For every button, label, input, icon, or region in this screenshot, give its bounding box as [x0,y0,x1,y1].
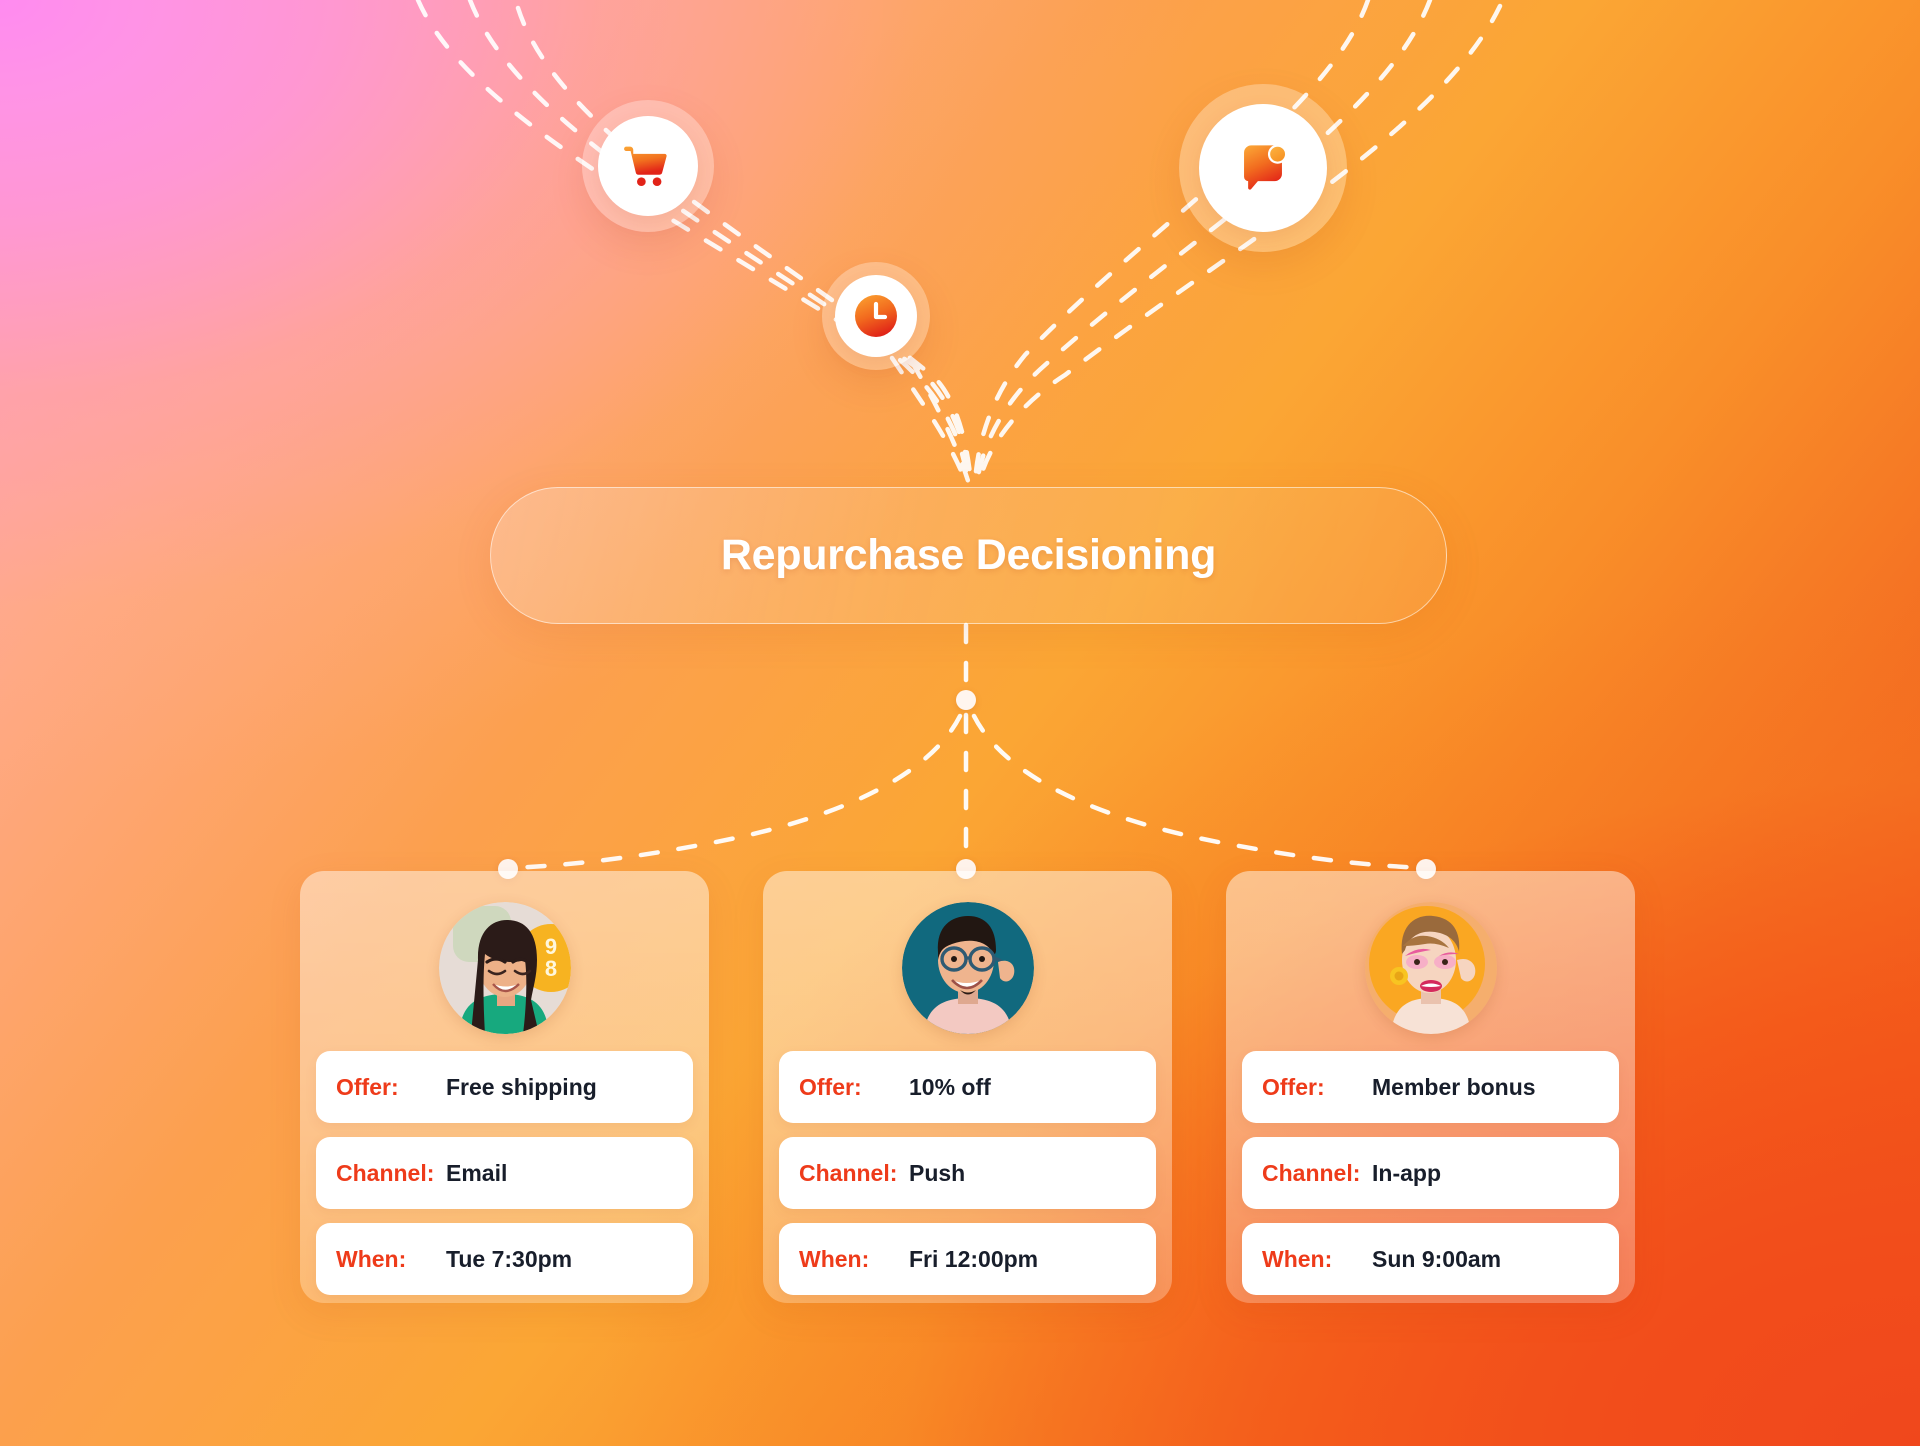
row-label: Offer: [336,1073,399,1100]
row-label: Channel: [1262,1159,1361,1186]
card-row-offer[interactable]: Offer: Free shipping [316,1051,693,1123]
recommendation-card[interactable]: Offer: 10% off Channel: Push When: Fri 1… [763,871,1172,1303]
avatar-person-3 [1364,902,1497,1034]
card-rows: Offer: 10% off Channel: Push When: Fri 1… [779,1051,1156,1303]
signal-bubble-clock[interactable] [822,262,930,370]
decisioning-banner[interactable]: Repurchase Decisioning [490,487,1447,624]
row-label: Offer: [799,1073,862,1100]
row-value: Push [909,1159,966,1186]
card-row-when[interactable]: When: Sun 9:00am [1242,1223,1619,1295]
card-row-offer[interactable]: Offer: Member bonus [1242,1051,1619,1123]
card-row-when[interactable]: When: Tue 7:30pm [316,1223,693,1295]
svg-text:9: 9 [544,934,556,959]
row-label: When: [1262,1245,1333,1272]
signal-bubble-clock-inner [835,275,917,357]
row-label: When: [336,1245,407,1272]
row-label: When: [799,1245,870,1272]
card-row-channel[interactable]: Channel: Email [316,1137,693,1209]
recommendation-card[interactable]: 9 8 Offer: Free ship [300,871,709,1303]
row-value: Tue 7:30pm [446,1245,573,1272]
card-row-offer[interactable]: Offer: 10% off [779,1051,1156,1123]
row-value: In-app [1372,1159,1441,1186]
row-value: Fri 12:00pm [909,1245,1039,1272]
row-label: Channel: [799,1159,898,1186]
row-label: Channel: [336,1159,435,1186]
signal-bubble-cart-inner [598,116,698,216]
card-rows: Offer: Member bonus Channel: In-app When… [1242,1051,1619,1303]
chat-bubble-icon [1244,144,1288,190]
avatar-person-1: 9 8 [438,902,571,1034]
avatar-person-2 [901,902,1034,1034]
hub-dot [956,690,976,710]
svg-text:8: 8 [544,956,556,981]
branch-dot-3 [1416,859,1436,879]
branch-dot-2 [956,859,976,879]
card-rows: Offer: Free shipping Channel: Email When… [316,1051,693,1303]
branch-dot-1 [498,859,518,879]
row-value: 10% off [909,1073,991,1100]
shopping-cart-icon [624,146,667,187]
row-value: Email [446,1159,508,1186]
recommendation-card[interactable]: Offer: Member bonus Channel: In-app When… [1226,871,1635,1303]
page-title: Repurchase Decisioning [720,531,1217,579]
signal-bubble-chat[interactable] [1179,84,1347,252]
row-label: Offer: [1262,1073,1325,1100]
card-row-channel[interactable]: Channel: In-app [1242,1137,1619,1209]
card-row-when[interactable]: When: Fri 12:00pm [779,1223,1156,1295]
row-value: Member bonus [1372,1073,1536,1100]
signal-bubble-cart[interactable] [582,100,714,232]
row-value: Sun 9:00am [1372,1245,1502,1272]
row-value: Free shipping [446,1073,597,1100]
signal-bubble-chat-inner [1199,104,1327,232]
clock-icon [855,295,897,337]
card-row-channel[interactable]: Channel: Push [779,1137,1156,1209]
